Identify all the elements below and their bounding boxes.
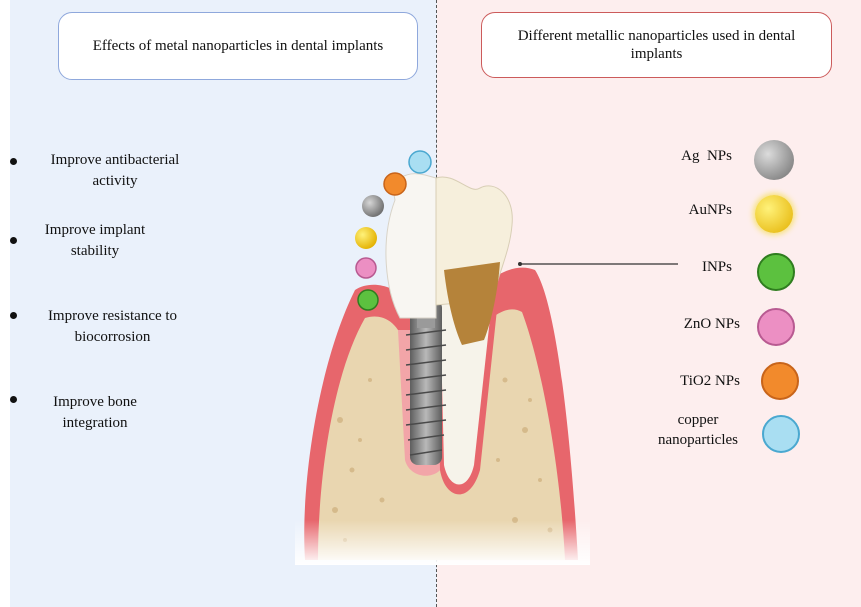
- inp-nanoparticle-dot: [358, 290, 378, 310]
- np-label-inp: INPs: [640, 257, 732, 277]
- tio2-nanoparticle-dot: [384, 173, 406, 195]
- copper-nanoparticle-dot: [409, 151, 431, 173]
- tio2-np-icon: [761, 362, 799, 400]
- ag-np-icon: [754, 140, 794, 180]
- au-nanoparticle-dot: [355, 227, 377, 249]
- zno-np-icon: [757, 308, 795, 346]
- ag-nanoparticle-dot: [362, 195, 384, 217]
- au-np-icon: [755, 195, 793, 233]
- inp-np-icon: [757, 253, 795, 291]
- np-label-tio2: TiO2 NPs: [640, 371, 740, 391]
- np-label-copper-line2: nanoparticles: [640, 430, 756, 450]
- copper-np-icon: [762, 415, 800, 453]
- np-label-copper: copper nanoparticles: [640, 410, 756, 450]
- np-label-au: AuNPs: [640, 200, 732, 220]
- np-label-ag: Ag NPs: [640, 146, 732, 166]
- bottom-fade: [295, 520, 590, 565]
- zno-nanoparticle-dot: [356, 258, 376, 278]
- np-label-copper-line1: copper: [640, 410, 756, 430]
- np-label-zno: ZnO NPs: [640, 314, 740, 334]
- pointer-dot: [518, 262, 522, 266]
